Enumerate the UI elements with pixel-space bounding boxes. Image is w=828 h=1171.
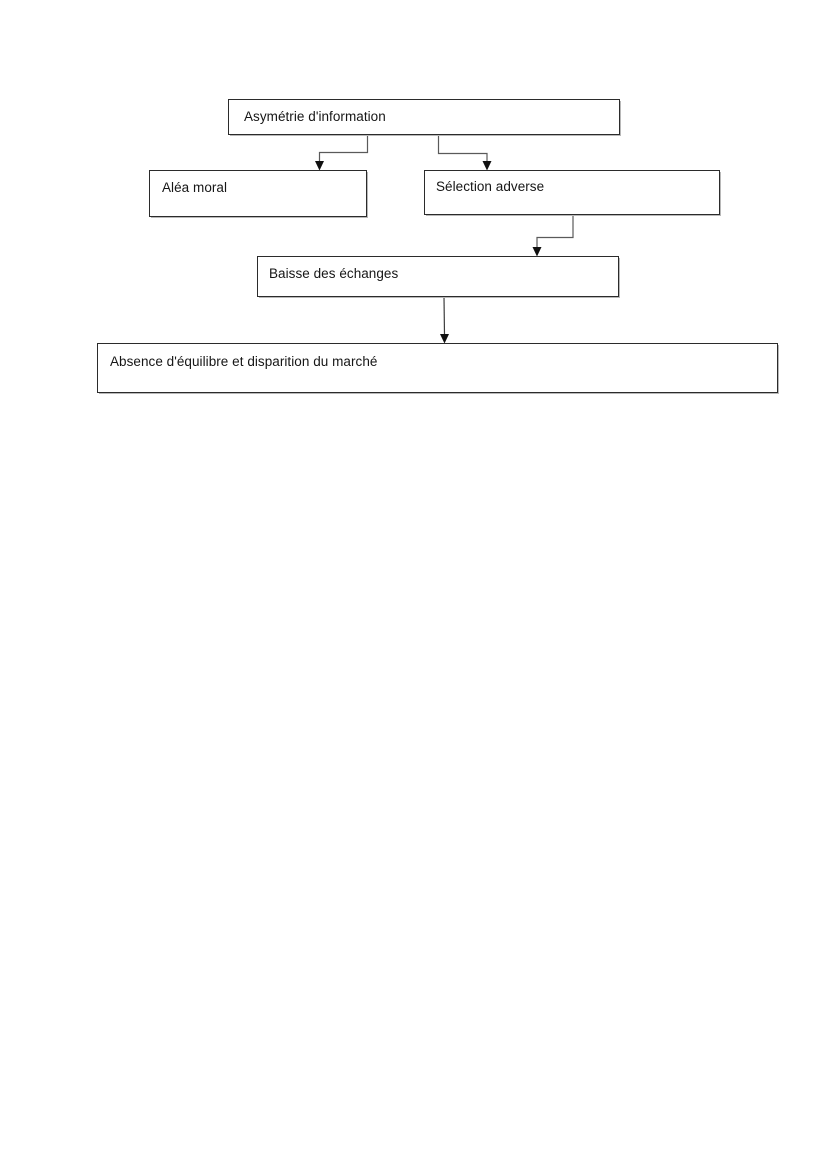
edge-baisse-absence: [440, 296, 449, 344]
node-label: Aléa moral: [162, 180, 228, 195]
node-label: Sélection adverse: [436, 179, 545, 194]
node-absence-d-equilibre-et-disparition-du-marche[interactable]: Absence d'équilibre et disparition du ma…: [97, 343, 779, 394]
node-label: Baisse des échanges: [269, 266, 399, 281]
arrowhead-icon: [532, 247, 542, 257]
edge-asymetrie-alea: [315, 135, 369, 171]
node-baisse-des-echanges[interactable]: Baisse des échanges: [257, 256, 620, 298]
node-alea-moral[interactable]: Aléa moral: [149, 170, 368, 218]
node-label: Asymétrie d'information: [244, 109, 386, 124]
node-selection-adverse[interactable]: Sélection adverse: [424, 170, 721, 216]
edge-asymetrie-selection: [437, 135, 492, 171]
arrowhead-icon: [482, 161, 492, 171]
node-label: Absence d'équilibre et disparition du ma…: [110, 354, 378, 369]
arrowhead-icon: [440, 334, 449, 344]
node-asymetrie-d-information[interactable]: Asymétrie d'information: [228, 99, 621, 136]
edge-selection-baisse: [532, 215, 574, 257]
arrowhead-icon: [315, 161, 324, 171]
